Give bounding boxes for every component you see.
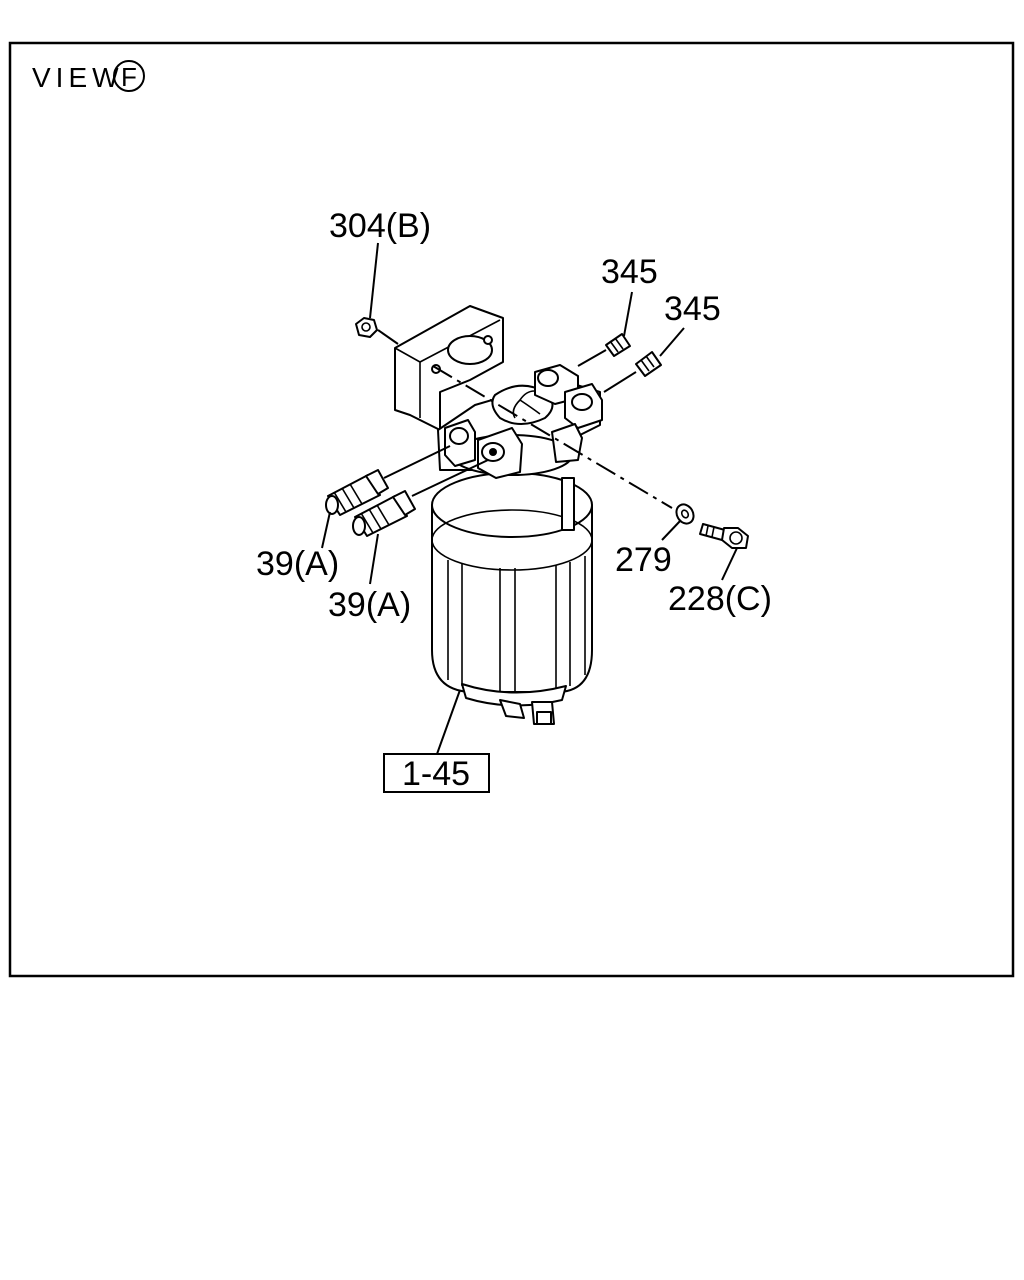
filter-bowl xyxy=(431,472,593,725)
nut-part xyxy=(355,317,378,338)
callout-plug-lower: 345 xyxy=(664,290,721,328)
callout-fitting-right: 39(A) xyxy=(328,586,411,624)
callout-bolt: 228(C) xyxy=(668,580,772,618)
mounting-bracket xyxy=(394,305,504,431)
assembly-reference-box[interactable]: 1-45 xyxy=(383,753,490,793)
fuel-filter-assembly xyxy=(325,305,749,725)
filter-head xyxy=(437,364,603,479)
svg-text:F: F xyxy=(121,62,137,92)
view-title: VIEW xyxy=(32,62,124,93)
fitting-left-part xyxy=(325,469,389,516)
leader-lines xyxy=(321,242,738,755)
fitting-right-part xyxy=(352,490,416,537)
plug-lower-part xyxy=(635,351,662,377)
center-lines xyxy=(377,329,673,509)
washer-part xyxy=(675,503,695,525)
bolt-part xyxy=(699,523,749,549)
callout-washer: 279 xyxy=(615,541,672,579)
callout-nut: 304(B) xyxy=(329,207,431,245)
callout-fitting-left: 39(A) xyxy=(256,545,339,583)
assembly-label: 1-45 xyxy=(402,755,470,793)
view-symbol-circle-icon: F xyxy=(113,60,145,92)
callout-plug-upper: 345 xyxy=(601,253,658,291)
plug-upper-part xyxy=(605,333,631,357)
diagram-frame xyxy=(8,41,1015,978)
